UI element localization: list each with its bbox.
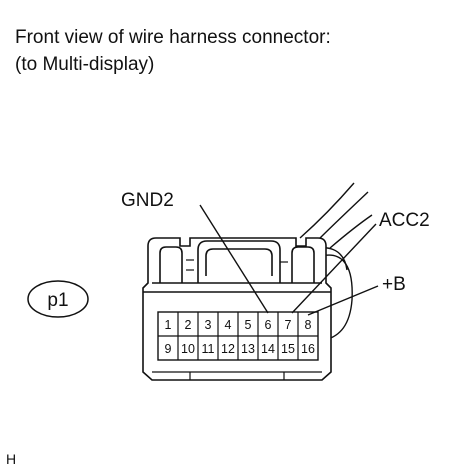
pin-label-15: 15: [281, 342, 295, 356]
pin-label-1: 1: [165, 318, 172, 332]
pin-label-16: 16: [301, 342, 315, 356]
pin-label-3: 3: [205, 318, 212, 332]
caption-line-2: (to Multi-display): [15, 54, 155, 75]
gnd2-leader: [199, 204, 269, 314]
plus-b-leader: [307, 285, 379, 316]
pin-label-6: 6: [265, 318, 272, 332]
connector-code: p1: [27, 280, 89, 318]
pin-label-12: 12: [221, 342, 235, 356]
pin-label-10: 10: [181, 342, 195, 356]
connector-bottom-detail: [152, 259, 322, 380]
pin-label-2: 2: [185, 318, 192, 332]
pin-label-13: 13: [241, 342, 255, 356]
leader-lines: [199, 204, 379, 316]
pin-label-5: 5: [245, 318, 252, 332]
pin-label-8: 8: [305, 318, 312, 332]
pin-label-11: 11: [202, 342, 215, 356]
callout-acc2: ACC2: [379, 210, 430, 231]
corner-label: H: [6, 451, 17, 467]
caption: Front view of wire harness connector: (t…: [15, 24, 331, 78]
pin-label-9: 9: [165, 342, 172, 356]
pin-label-4: 4: [225, 318, 232, 332]
connector-code-label: p1: [47, 290, 68, 311]
caption-line-1: Front view of wire harness connector:: [15, 27, 331, 48]
pin-label-14: 14: [261, 342, 275, 356]
acc2-leader: [291, 223, 377, 314]
callout-gnd2: GND2: [121, 190, 174, 211]
pin-label-7: 7: [285, 318, 292, 332]
callout-plus-b: +B: [382, 274, 406, 295]
